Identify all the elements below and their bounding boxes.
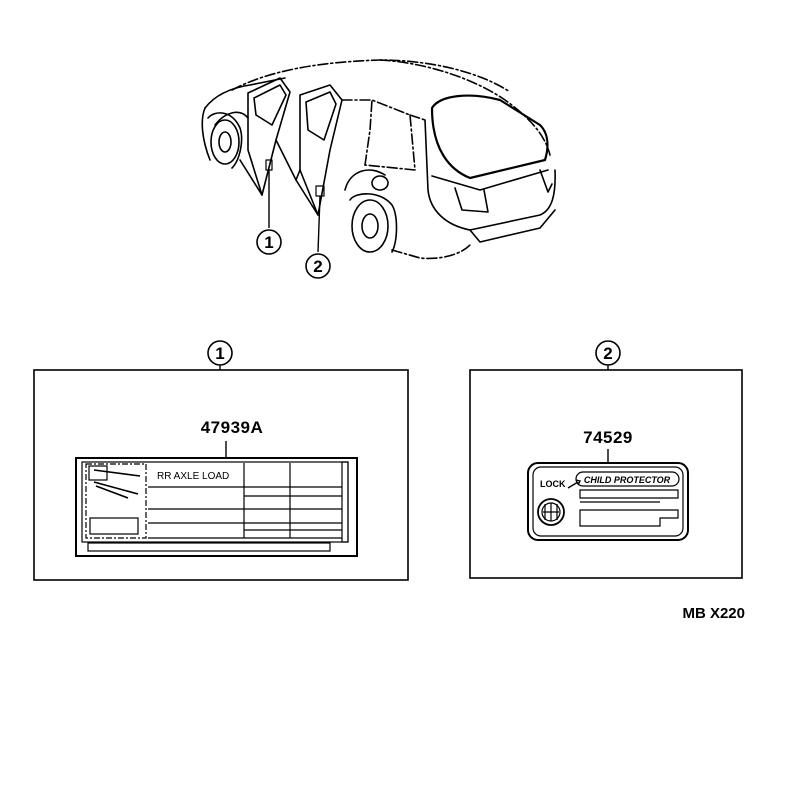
part-number-74529: 74529: [583, 428, 633, 447]
drawing-code: MB X220: [682, 605, 745, 622]
car-illustration: [201, 59, 556, 260]
svg-text:1: 1: [264, 233, 273, 252]
svg-text:2: 2: [313, 257, 322, 276]
axle-load-label: [75, 457, 358, 557]
svg-text:2: 2: [603, 344, 612, 363]
panel-1-callout: 1: [207, 340, 233, 366]
panel-1-frame: [33, 369, 409, 581]
panel-2-callout: 2: [595, 340, 621, 366]
child-protector-text: CHILD PROTECTOR: [584, 475, 671, 485]
lock-text: LOCK: [540, 479, 566, 489]
callout-2-car: 2: [305, 253, 331, 279]
part-number-47939a: 47939A: [201, 418, 264, 437]
callout-1-car: 1: [256, 229, 282, 255]
child-protector-label: [527, 462, 689, 541]
panel-2-frame: [469, 369, 743, 579]
svg-text:1: 1: [215, 344, 224, 363]
car-leaders: [268, 170, 321, 253]
axle-load-text: RR AXLE LOAD: [157, 471, 229, 482]
